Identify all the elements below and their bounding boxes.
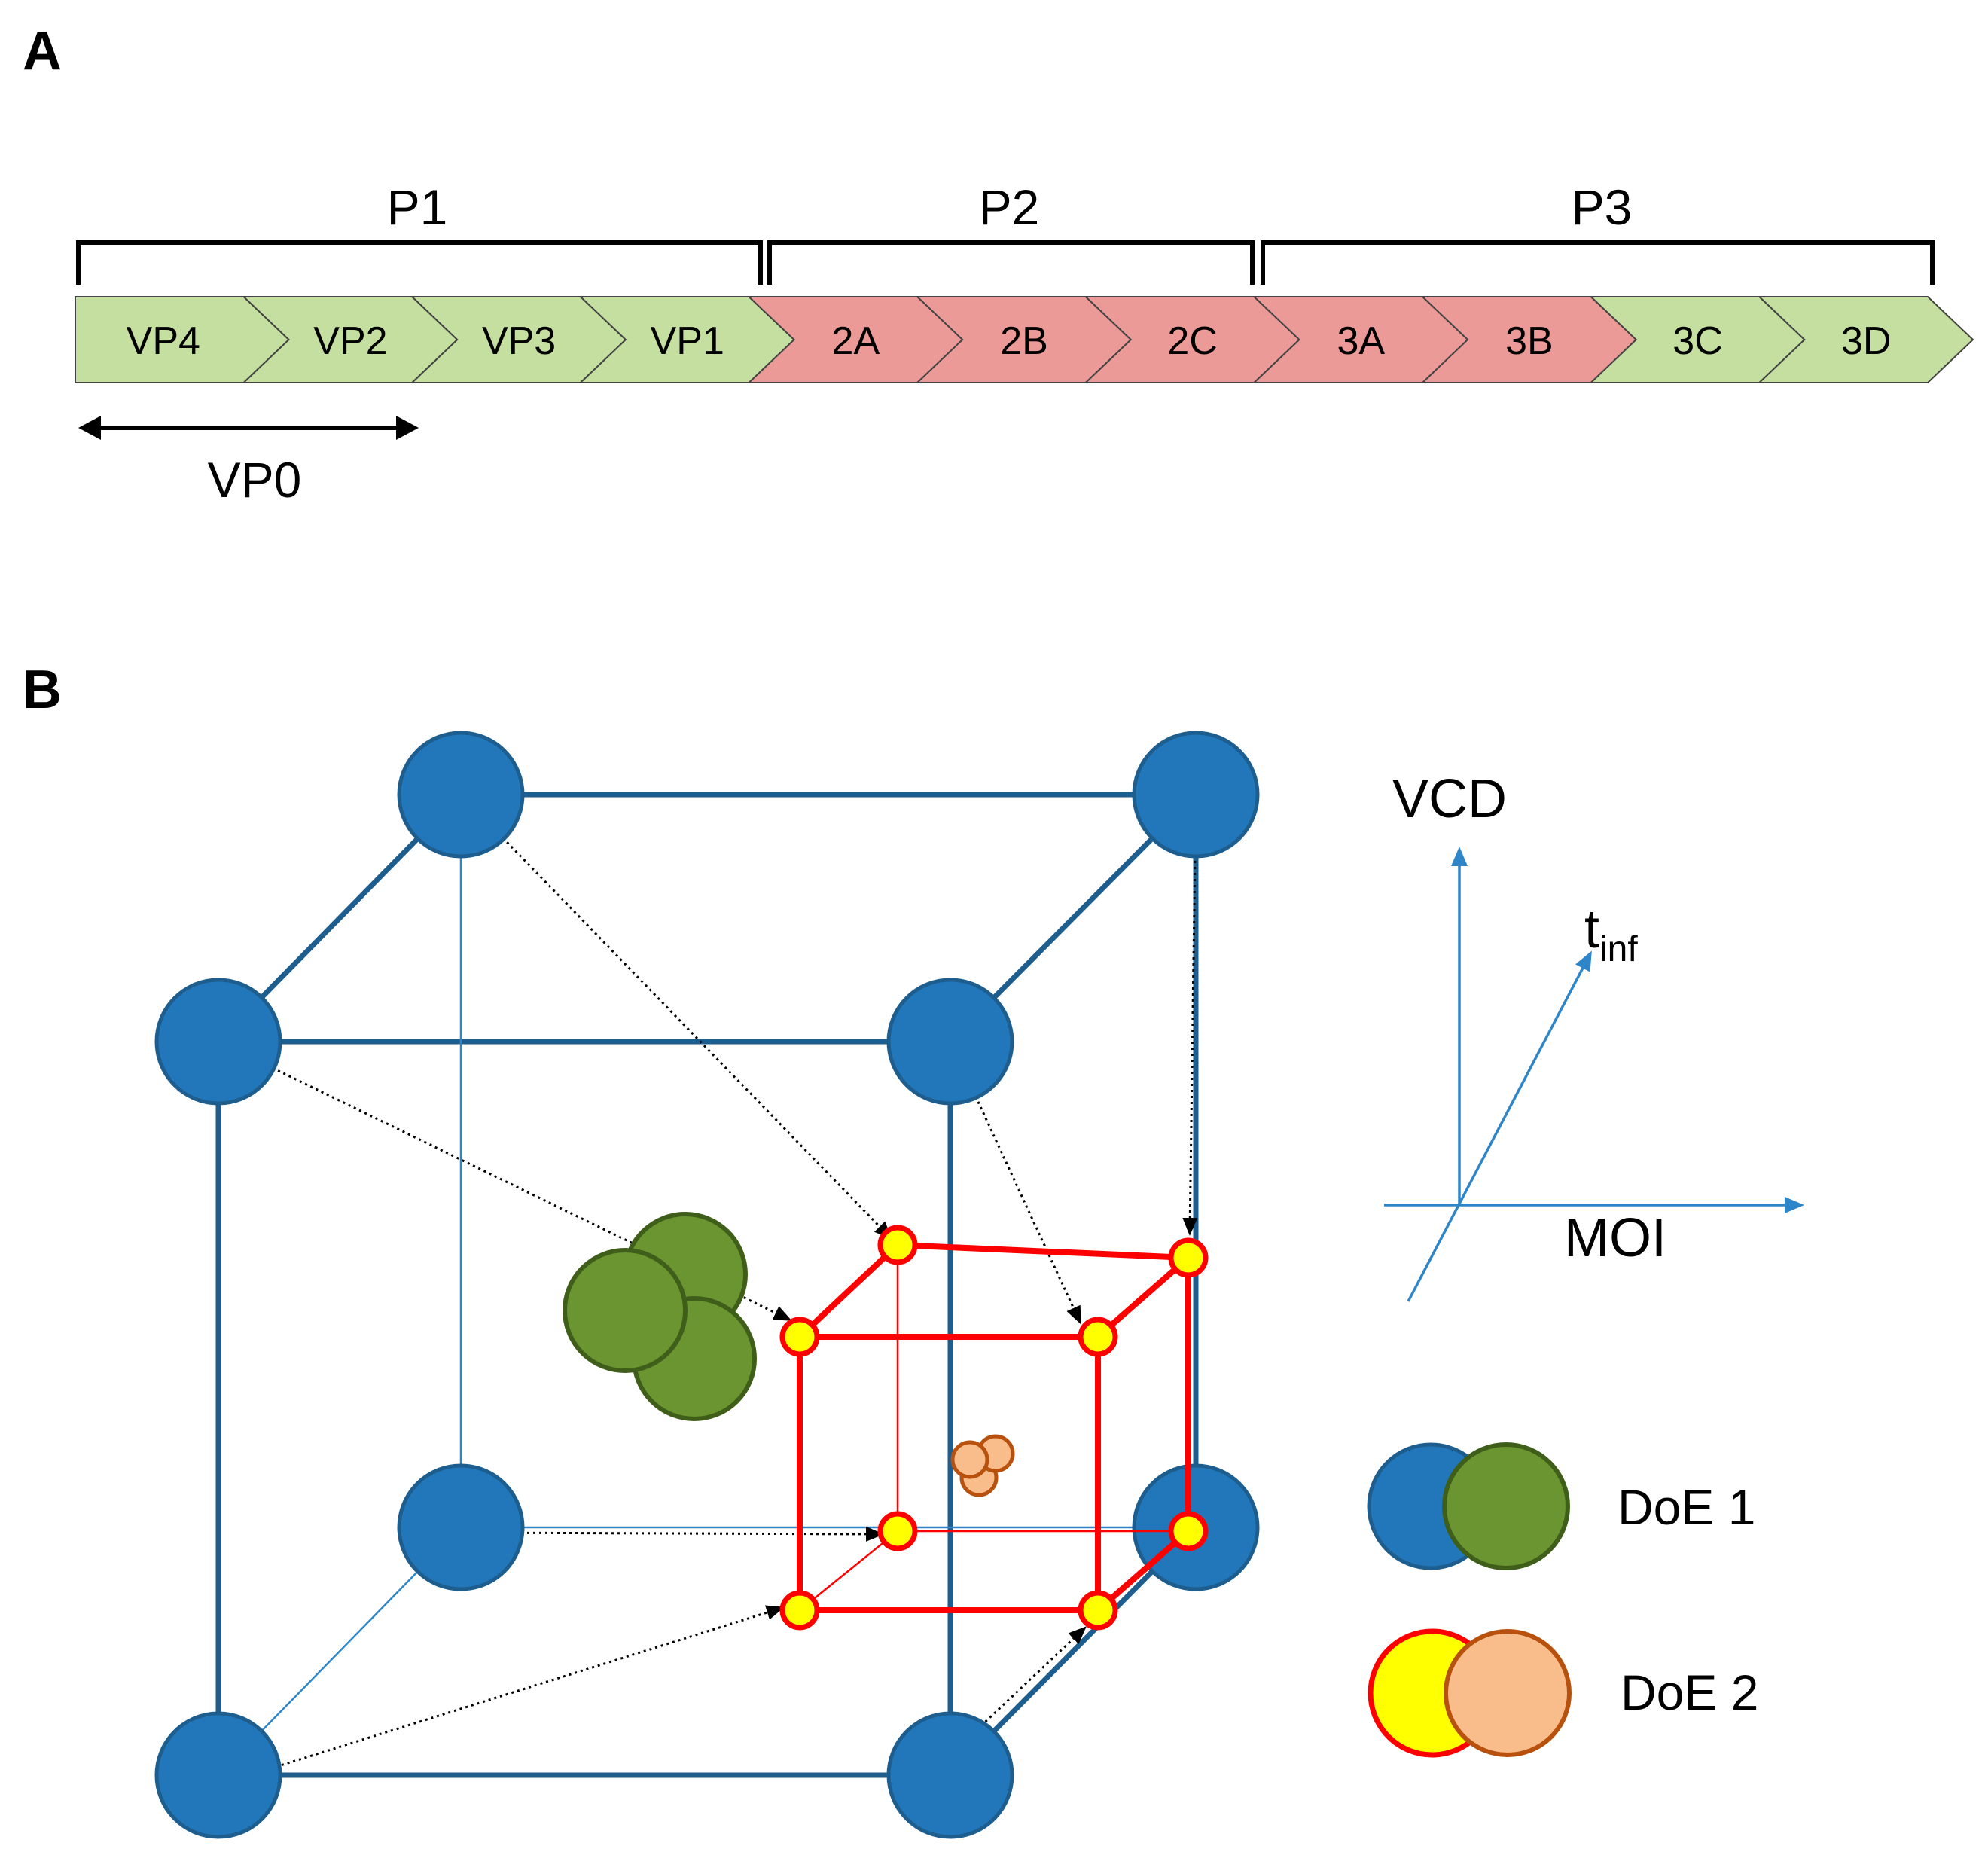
outer-node xyxy=(154,1711,282,1839)
polyprotein-brackets xyxy=(76,240,1935,285)
axis-label-moi: MOI xyxy=(1564,1208,1666,1268)
axis-label-tinf-main: t xyxy=(1584,899,1599,960)
segment-label-vp3: VP3 xyxy=(482,319,556,363)
inner-node xyxy=(1078,1590,1118,1631)
bracket-p1 xyxy=(76,240,763,285)
outer-node xyxy=(154,978,282,1106)
vp0-arrowhead-right xyxy=(396,416,419,440)
segment-label-vp4: VP4 xyxy=(127,319,200,363)
inner-cube-hidden-edges xyxy=(799,1245,1188,1611)
inner-node xyxy=(1078,1317,1118,1357)
legend-doe2: DoE 2 xyxy=(1368,1628,1758,1758)
legend-doe1: DoE 1 xyxy=(1367,1442,1755,1570)
outer-node xyxy=(397,731,525,859)
vp0-arrowhead-left xyxy=(78,416,101,440)
segment-label-3b: 3B xyxy=(1505,319,1554,363)
outer-center-points xyxy=(563,1212,757,1421)
vp0-label: VP0 xyxy=(208,452,302,508)
segment-label-3d: 3D xyxy=(1841,319,1891,363)
legend-doe2-label: DoE 2 xyxy=(1621,1664,1758,1720)
segment-3d xyxy=(1757,296,1974,383)
outer-node xyxy=(1132,731,1260,859)
inner-node xyxy=(877,1511,918,1551)
segment-label-2a: 2A xyxy=(832,319,880,363)
legend-doe2-swatch-b xyxy=(1444,1629,1572,1757)
inner-node xyxy=(1168,1511,1209,1551)
inner-cube-edges xyxy=(797,1242,1191,1613)
panel-a-letter: A xyxy=(23,21,62,81)
bracket-p2 xyxy=(767,240,1255,285)
segment-label-3a: 3A xyxy=(1337,319,1385,363)
segment-label-vp1: VP1 xyxy=(651,319,724,363)
segment-label-2c: 2C xyxy=(1167,319,1217,363)
inner-center-points xyxy=(950,1434,1015,1497)
axis-label-tinf: tinf xyxy=(1584,899,1638,969)
axis-label-tinf-sub: inf xyxy=(1599,929,1638,969)
outer-node xyxy=(397,1463,525,1591)
segment-label-vp2: VP2 xyxy=(313,319,387,363)
bracket-label-p1: P1 xyxy=(387,179,448,235)
inner-node xyxy=(1168,1237,1209,1278)
segment-label-3c: 3C xyxy=(1672,319,1722,363)
bracket-label-p3: P3 xyxy=(1572,179,1633,235)
legend-doe1-label: DoE 1 xyxy=(1618,1479,1755,1535)
legend-doe1-swatch-b xyxy=(1442,1442,1570,1570)
outer-node xyxy=(886,1711,1014,1839)
outer-node xyxy=(886,978,1014,1106)
bracket-label-p2: P2 xyxy=(979,179,1040,235)
axis-tinf xyxy=(1407,950,1592,1302)
inner-cube-nodes xyxy=(779,1225,1209,1631)
inner-node xyxy=(779,1317,820,1357)
inner-node xyxy=(877,1225,918,1265)
polyprotein-segments: VP4 VP2 VP3 VP1 2A 2B 2C 3A 3B 3C 3D xyxy=(75,296,1974,383)
axis-label-vcd: VCD xyxy=(1392,769,1507,829)
bracket-p3 xyxy=(1261,240,1935,285)
panel-b-letter: B xyxy=(23,660,62,720)
axes-indicator xyxy=(1384,847,1804,1302)
inner-node xyxy=(779,1590,820,1631)
segment-label-2b: 2B xyxy=(1000,319,1048,363)
